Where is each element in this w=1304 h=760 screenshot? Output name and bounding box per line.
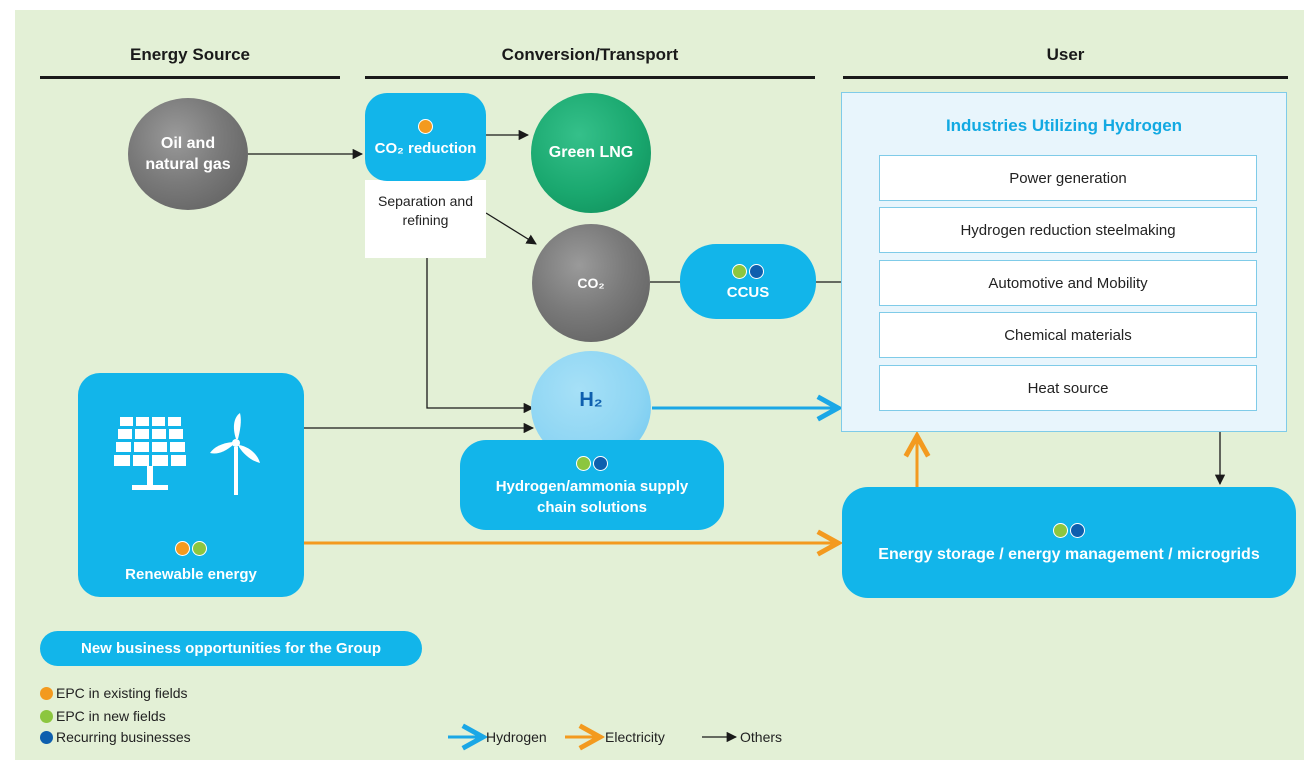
- legend-electricity-label: Electricity: [605, 729, 665, 745]
- dot-existing: [418, 118, 433, 134]
- new-business-badge: New business opportunities for the Group: [40, 631, 422, 666]
- industry-heat-source: Heat source: [879, 365, 1257, 411]
- dot-new: [192, 540, 207, 556]
- dot-new: [732, 264, 747, 280]
- ccus-node: CCUS: [680, 244, 816, 319]
- energy-storage-node: Energy storage / energy management / mic…: [842, 487, 1296, 598]
- legend-hydrogen-label: Hydrogen: [486, 729, 547, 745]
- industries-title: Industries Utilizing Hydrogen: [945, 116, 1183, 135]
- header-rule-energy-source: [40, 76, 340, 79]
- legend-recurring-label: Recurring businesses: [56, 729, 191, 745]
- arrow-separation-to-h2: [426, 258, 535, 414]
- header-user: User: [1046, 45, 1085, 64]
- co2-label: CO₂: [577, 275, 605, 291]
- legend-new: EPC in new fields: [40, 708, 166, 724]
- header-energy-source: Energy Source: [130, 45, 250, 64]
- renewable-label: Renewable energy: [125, 566, 257, 583]
- legend-existing-label: EPC in existing fields: [56, 685, 188, 701]
- wind-turbine-icon: [206, 411, 266, 501]
- storage-label: Energy storage / energy management / mic…: [878, 545, 1260, 563]
- ccus-dots: [731, 263, 765, 280]
- h2-supply-chain-node: Hydrogen/ammonia supply chain solutions: [460, 440, 724, 530]
- header-conversion-transport: Conversion/Transport: [501, 45, 679, 64]
- h2-supply-label: Hydrogen/ammonia supply chain solutions: [495, 478, 689, 516]
- header-rule-conversion: [365, 76, 815, 79]
- oil-gas-label: Oil and natural gas: [145, 135, 231, 173]
- green-lng-node: Green LNG: [531, 93, 651, 213]
- industry-chemical: Chemical materials: [879, 312, 1257, 358]
- oil-gas-node: Oil and natural gas: [128, 98, 248, 210]
- co2-reduction-label: CO₂ reduction: [374, 140, 477, 157]
- legend-dots: [417, 117, 434, 134]
- co2-node: CO₂: [532, 224, 650, 342]
- dot-new: [1053, 522, 1068, 538]
- new-business-label: New business opportunities for the Group: [80, 640, 381, 657]
- industry-steelmaking: Hydrogen reduction steelmaking: [879, 207, 1257, 253]
- solar-panel-icon: [114, 415, 186, 501]
- separation-box: Separation and refining: [365, 180, 486, 258]
- industry-automotive: Automotive and Mobility: [879, 260, 1257, 306]
- legend-dot-orange: [40, 686, 53, 700]
- header-rule-user: [843, 76, 1288, 79]
- separation-label: Separation and refining: [378, 193, 473, 228]
- h2-label: H₂: [579, 388, 603, 411]
- dot-recurring: [1070, 522, 1085, 538]
- dot-recurring: [593, 455, 608, 471]
- legend-recurring: Recurring businesses: [40, 729, 191, 745]
- dot-new: [576, 455, 591, 471]
- storage-dots: [1052, 522, 1086, 540]
- ccus-label: CCUS: [726, 283, 770, 301]
- industry-power-generation: Power generation: [879, 155, 1257, 201]
- dot-recurring: [749, 264, 764, 280]
- renewable-dots: [78, 539, 304, 556]
- h2-supply-dots: [575, 452, 609, 473]
- co2-reduction-node: CO₂ reduction: [365, 93, 486, 181]
- renewable-node: Renewable energy: [78, 373, 304, 597]
- legend-existing: EPC in existing fields: [40, 685, 188, 701]
- legend-new-label: EPC in new fields: [56, 708, 166, 724]
- legend-others-label: Others: [740, 729, 783, 745]
- dot-existing: [175, 540, 190, 556]
- arrow-to-co2: [485, 212, 537, 245]
- legend-dot-blue: [40, 730, 53, 744]
- legend-dot-green: [40, 709, 53, 723]
- green-lng-label: Green LNG: [548, 144, 634, 161]
